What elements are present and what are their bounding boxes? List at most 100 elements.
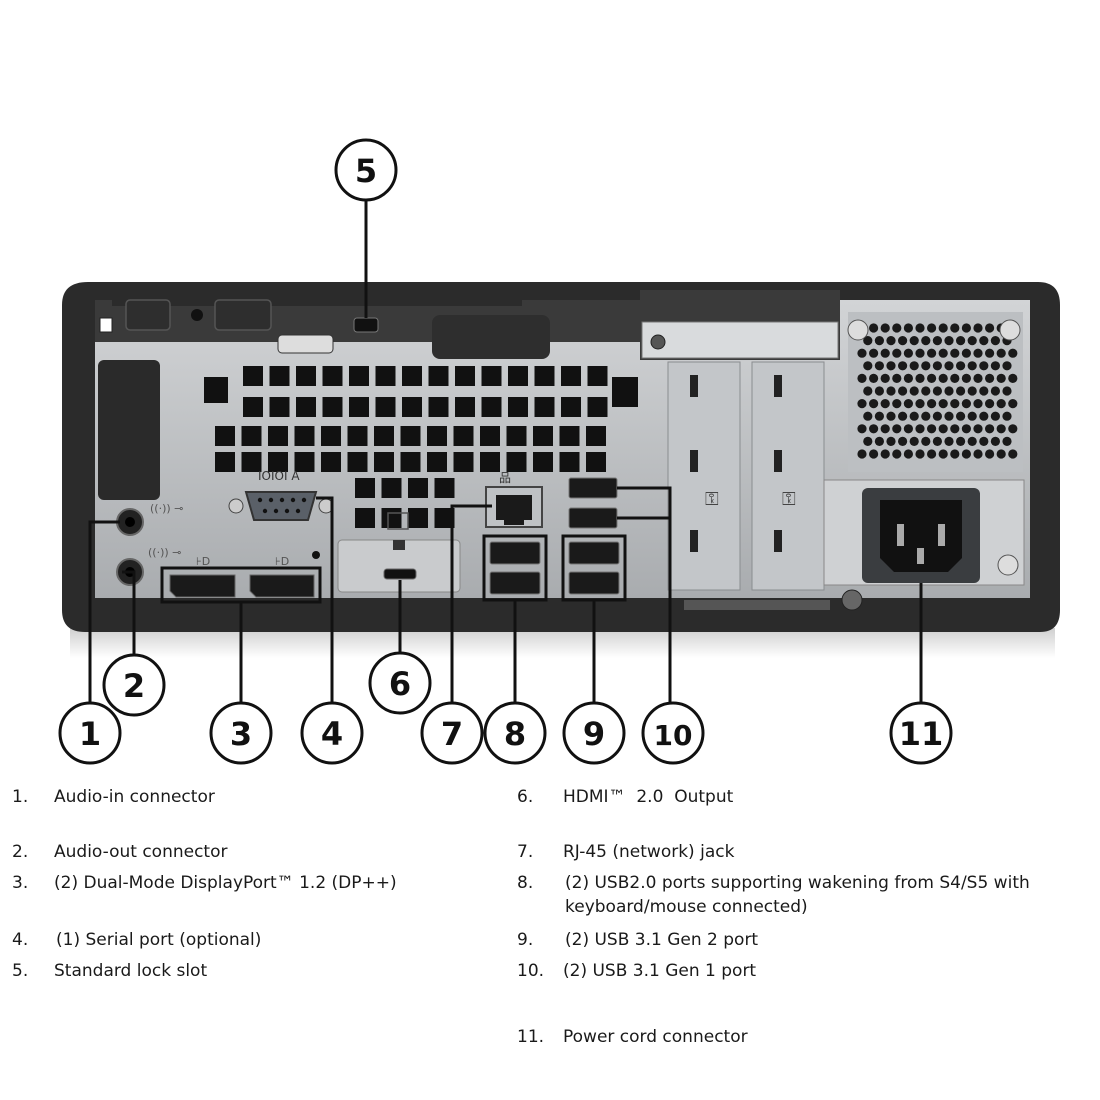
fan-hole: [863, 386, 873, 396]
fan-hole: [950, 323, 960, 333]
fan-hole: [961, 449, 972, 459]
vent-hole: [215, 452, 235, 472]
vent-hole: [559, 426, 580, 446]
vent-hole: [347, 426, 368, 446]
fan-hole: [898, 386, 908, 396]
fan-hole: [927, 449, 937, 459]
fan-hole: [915, 323, 925, 333]
svg-text:((·)) ⊸: ((·)) ⊸: [150, 502, 183, 515]
fan-hole: [880, 424, 890, 434]
callouts: [58, 138, 953, 765]
vent-hole: [533, 426, 553, 446]
callout-1: [58, 701, 122, 765]
fan-hole: [1002, 386, 1012, 396]
vent-hole: [428, 397, 449, 417]
svg-text:品: 品: [499, 471, 511, 485]
fan-hole: [927, 424, 937, 434]
vent-hole: [215, 426, 235, 446]
svg-text:⚿: ⚿: [705, 489, 719, 510]
vent-hole: [375, 397, 396, 417]
left-handle: [98, 360, 160, 500]
fan-hole: [921, 361, 931, 371]
vent-hole: [587, 366, 608, 386]
callout-5: [334, 138, 398, 202]
fan-hole: [921, 411, 931, 421]
fan-hole: [892, 424, 902, 434]
vent-hole: [400, 426, 421, 446]
fan-hole: [927, 323, 937, 333]
legend-text: Audio-in connector: [54, 787, 215, 807]
fan-hole: [932, 436, 943, 446]
fan-hole: [956, 336, 966, 346]
fan-hole: [863, 411, 873, 421]
vent-hole: [453, 452, 474, 472]
fan-hole: [857, 449, 867, 459]
fan-hole: [985, 449, 995, 459]
fan-hole: [927, 399, 937, 409]
fan-hole: [944, 336, 954, 346]
callout-number-11: 11: [899, 715, 944, 753]
fan-hole: [973, 424, 983, 434]
fan-hole: [985, 424, 995, 434]
fan-hole: [869, 373, 879, 383]
fan-hole: [857, 399, 867, 409]
fan-hole: [1008, 399, 1018, 409]
vent-hole: [434, 478, 455, 498]
vent-hole: [480, 452, 500, 472]
fan-hole: [903, 424, 914, 434]
svg-text:⊦D: ⊦D: [275, 555, 289, 568]
top-tab-mid: [214, 299, 272, 331]
chassis-shadow: [70, 628, 1055, 658]
fan-hole: [903, 373, 914, 383]
vent-hole: [296, 397, 316, 417]
fan-hole: [973, 449, 983, 459]
hinge-mark: [99, 317, 113, 333]
callout-number-9: 9: [583, 715, 605, 753]
vent-hole: [587, 397, 608, 417]
vent-hole: [481, 366, 502, 386]
fan-hole: [961, 424, 972, 434]
fan-hole: [985, 323, 995, 333]
fan-hole: [898, 436, 908, 446]
leader-lines: [88, 200, 923, 705]
fan-hole: [932, 361, 943, 371]
fan-hole: [938, 449, 948, 459]
legend-number: 3.: [12, 873, 29, 893]
fan-hole: [973, 323, 983, 333]
vent-hole: [481, 397, 502, 417]
fan-hole: [950, 449, 960, 459]
serial-port: IOIOI A: [228, 469, 334, 521]
callout-4: [300, 701, 364, 765]
vent-hole: [241, 452, 262, 472]
fan-hole: [1002, 411, 1012, 421]
top-tab-left: [125, 299, 171, 331]
fan-hole: [985, 373, 995, 383]
fan-hole: [950, 348, 960, 358]
fan-hole: [874, 361, 885, 371]
fan-hole: [880, 373, 890, 383]
fan-hole: [990, 336, 1001, 346]
usb-ports: [482, 477, 627, 602]
callout-number-8: 8: [504, 715, 526, 753]
fan-hole: [979, 361, 989, 371]
fan-hole: [857, 373, 867, 383]
fan-hole: [915, 424, 925, 434]
fan-hole: [996, 373, 1006, 383]
legend-number: 11.: [517, 1027, 545, 1047]
fan-hole: [950, 373, 960, 383]
fan-hole: [863, 336, 873, 346]
fan-hole: [927, 348, 937, 358]
svg-text:IOIOI A: IOIOI A: [258, 469, 300, 483]
vent-hole: [269, 397, 290, 417]
fan-hole: [892, 449, 902, 459]
legend-text: (2) USB 3.1 Gen 2 port: [565, 930, 759, 950]
fan-hole: [903, 449, 914, 459]
vent-hole: [355, 508, 375, 528]
callout-number-5: 5: [355, 152, 377, 190]
callout-number-6: 6: [389, 665, 411, 703]
vent-hole: [455, 397, 475, 417]
fan-hole: [869, 323, 879, 333]
fan-hole: [932, 411, 943, 421]
legend-number: 2.: [12, 842, 29, 862]
vent-hole: [321, 452, 341, 472]
